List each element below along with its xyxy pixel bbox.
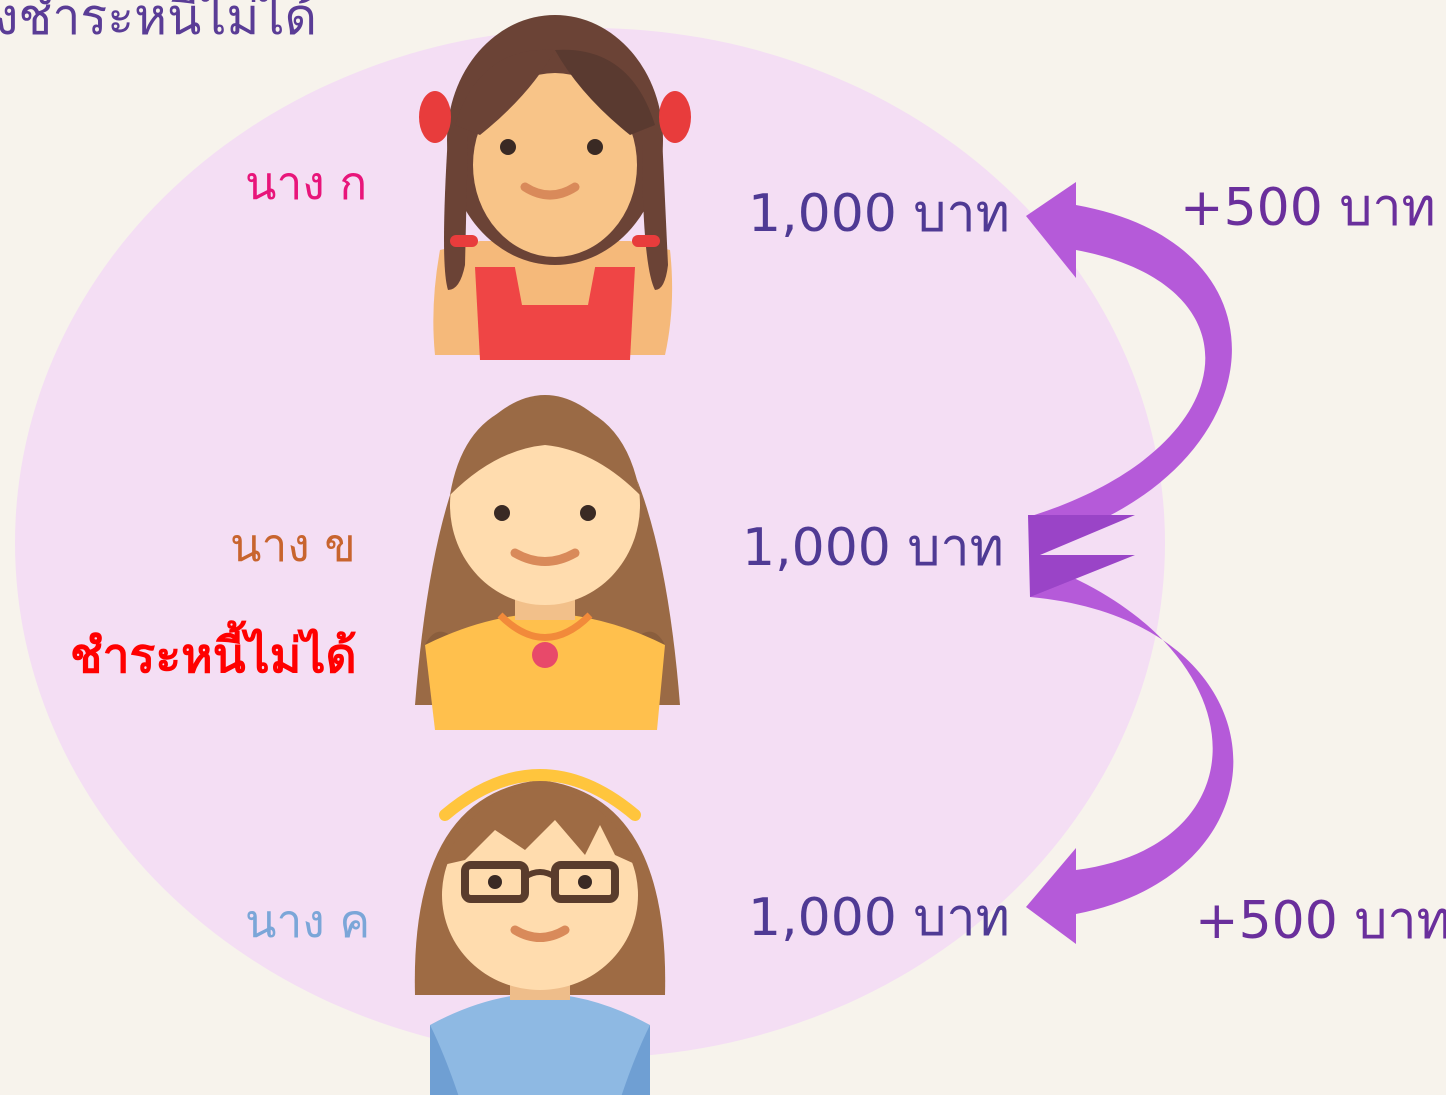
arrow-split xyxy=(1028,515,1135,597)
default-warning: ชำระหนี้ไม่ได้ xyxy=(70,628,357,684)
amount-c: 1,000 บาท xyxy=(748,888,1010,948)
extra-amount-a: +500 บาท xyxy=(1180,178,1436,238)
diagram-title: งชำระหนี้ไม่ได้ xyxy=(0,0,317,46)
name-label-c: นาง ค xyxy=(245,894,371,948)
girl-a-icon xyxy=(419,15,691,360)
extra-amount-c: +500 บาท xyxy=(1195,891,1446,951)
girl-b-icon xyxy=(415,395,680,730)
name-label-a: นาง ก xyxy=(245,156,368,210)
amount-b: 1,000 บาท xyxy=(742,518,1004,578)
amount-a: 1,000 บาท xyxy=(748,184,1010,244)
arrow-lower xyxy=(1026,560,1234,944)
name-label-b: นาง ข xyxy=(230,518,356,572)
arrow-upper xyxy=(1026,182,1232,540)
girl-c-icon xyxy=(414,769,666,1095)
